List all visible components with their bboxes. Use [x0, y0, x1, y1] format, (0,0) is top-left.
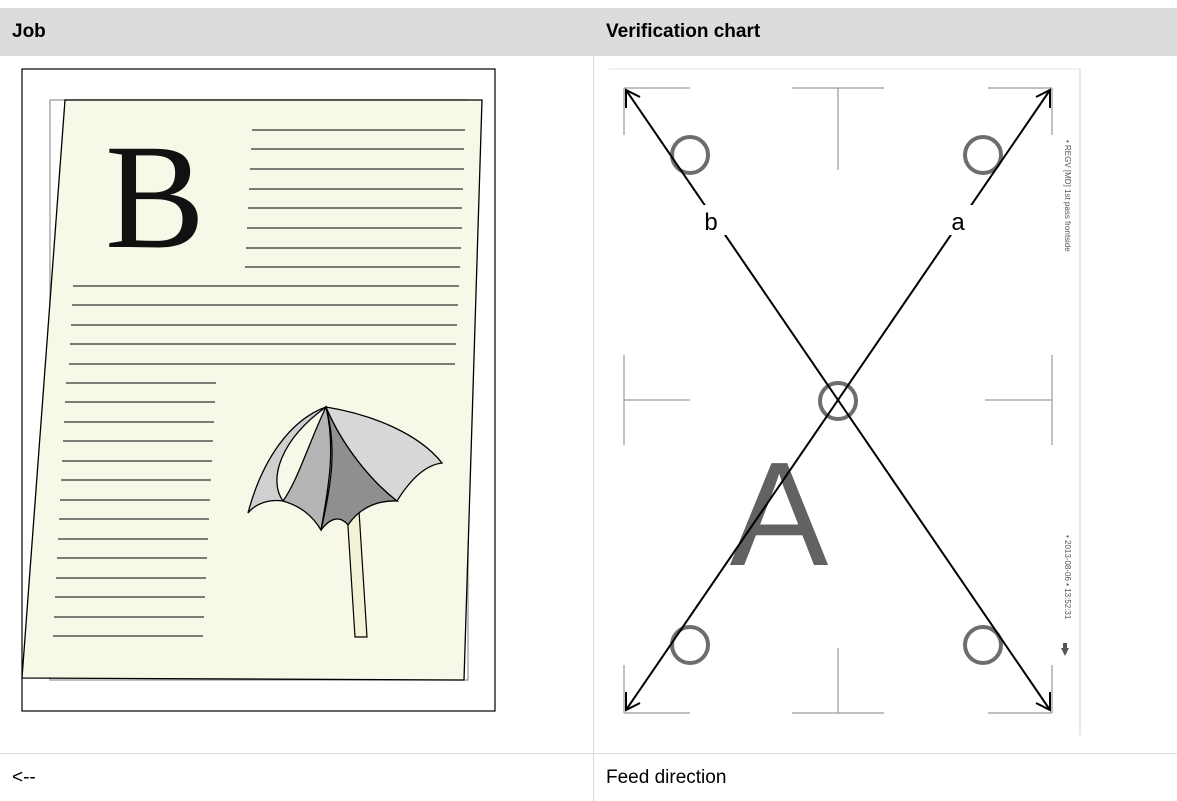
line-label-b: b — [704, 209, 717, 236]
job-big-letter: B — [105, 114, 205, 280]
verification-chart: A b a • REGV [MD] 1st pass frontside • 2… — [609, 68, 1081, 735]
job-page — [21, 99, 483, 681]
column-divider — [593, 8, 594, 801]
table-header-row — [0, 8, 1177, 56]
diagonal-arrows — [625, 88, 1051, 712]
registration-circles — [670, 135, 1003, 665]
job-illustration: B — [21, 68, 496, 712]
chart-side-text-bottom: • 2013-08-06 • 13:52:31 — [1063, 535, 1072, 620]
header-verification-chart: Verification chart — [606, 21, 761, 42]
umbrella-icon — [247, 405, 444, 638]
feed-arrow-icon — [1061, 648, 1069, 656]
row-divider — [0, 753, 1177, 754]
footer-arrow-text: <-- — [12, 767, 36, 788]
chart-big-letter: A — [730, 432, 829, 597]
footer-feed-direction: Feed direction — [606, 767, 727, 788]
registration-marks — [623, 87, 1053, 714]
header-job: Job — [12, 21, 46, 42]
job-text-lines — [53, 129, 465, 637]
chart-side-text-top: • REGV [MD] 1st pass frontside — [1063, 140, 1072, 252]
line-label-a: a — [951, 209, 965, 236]
